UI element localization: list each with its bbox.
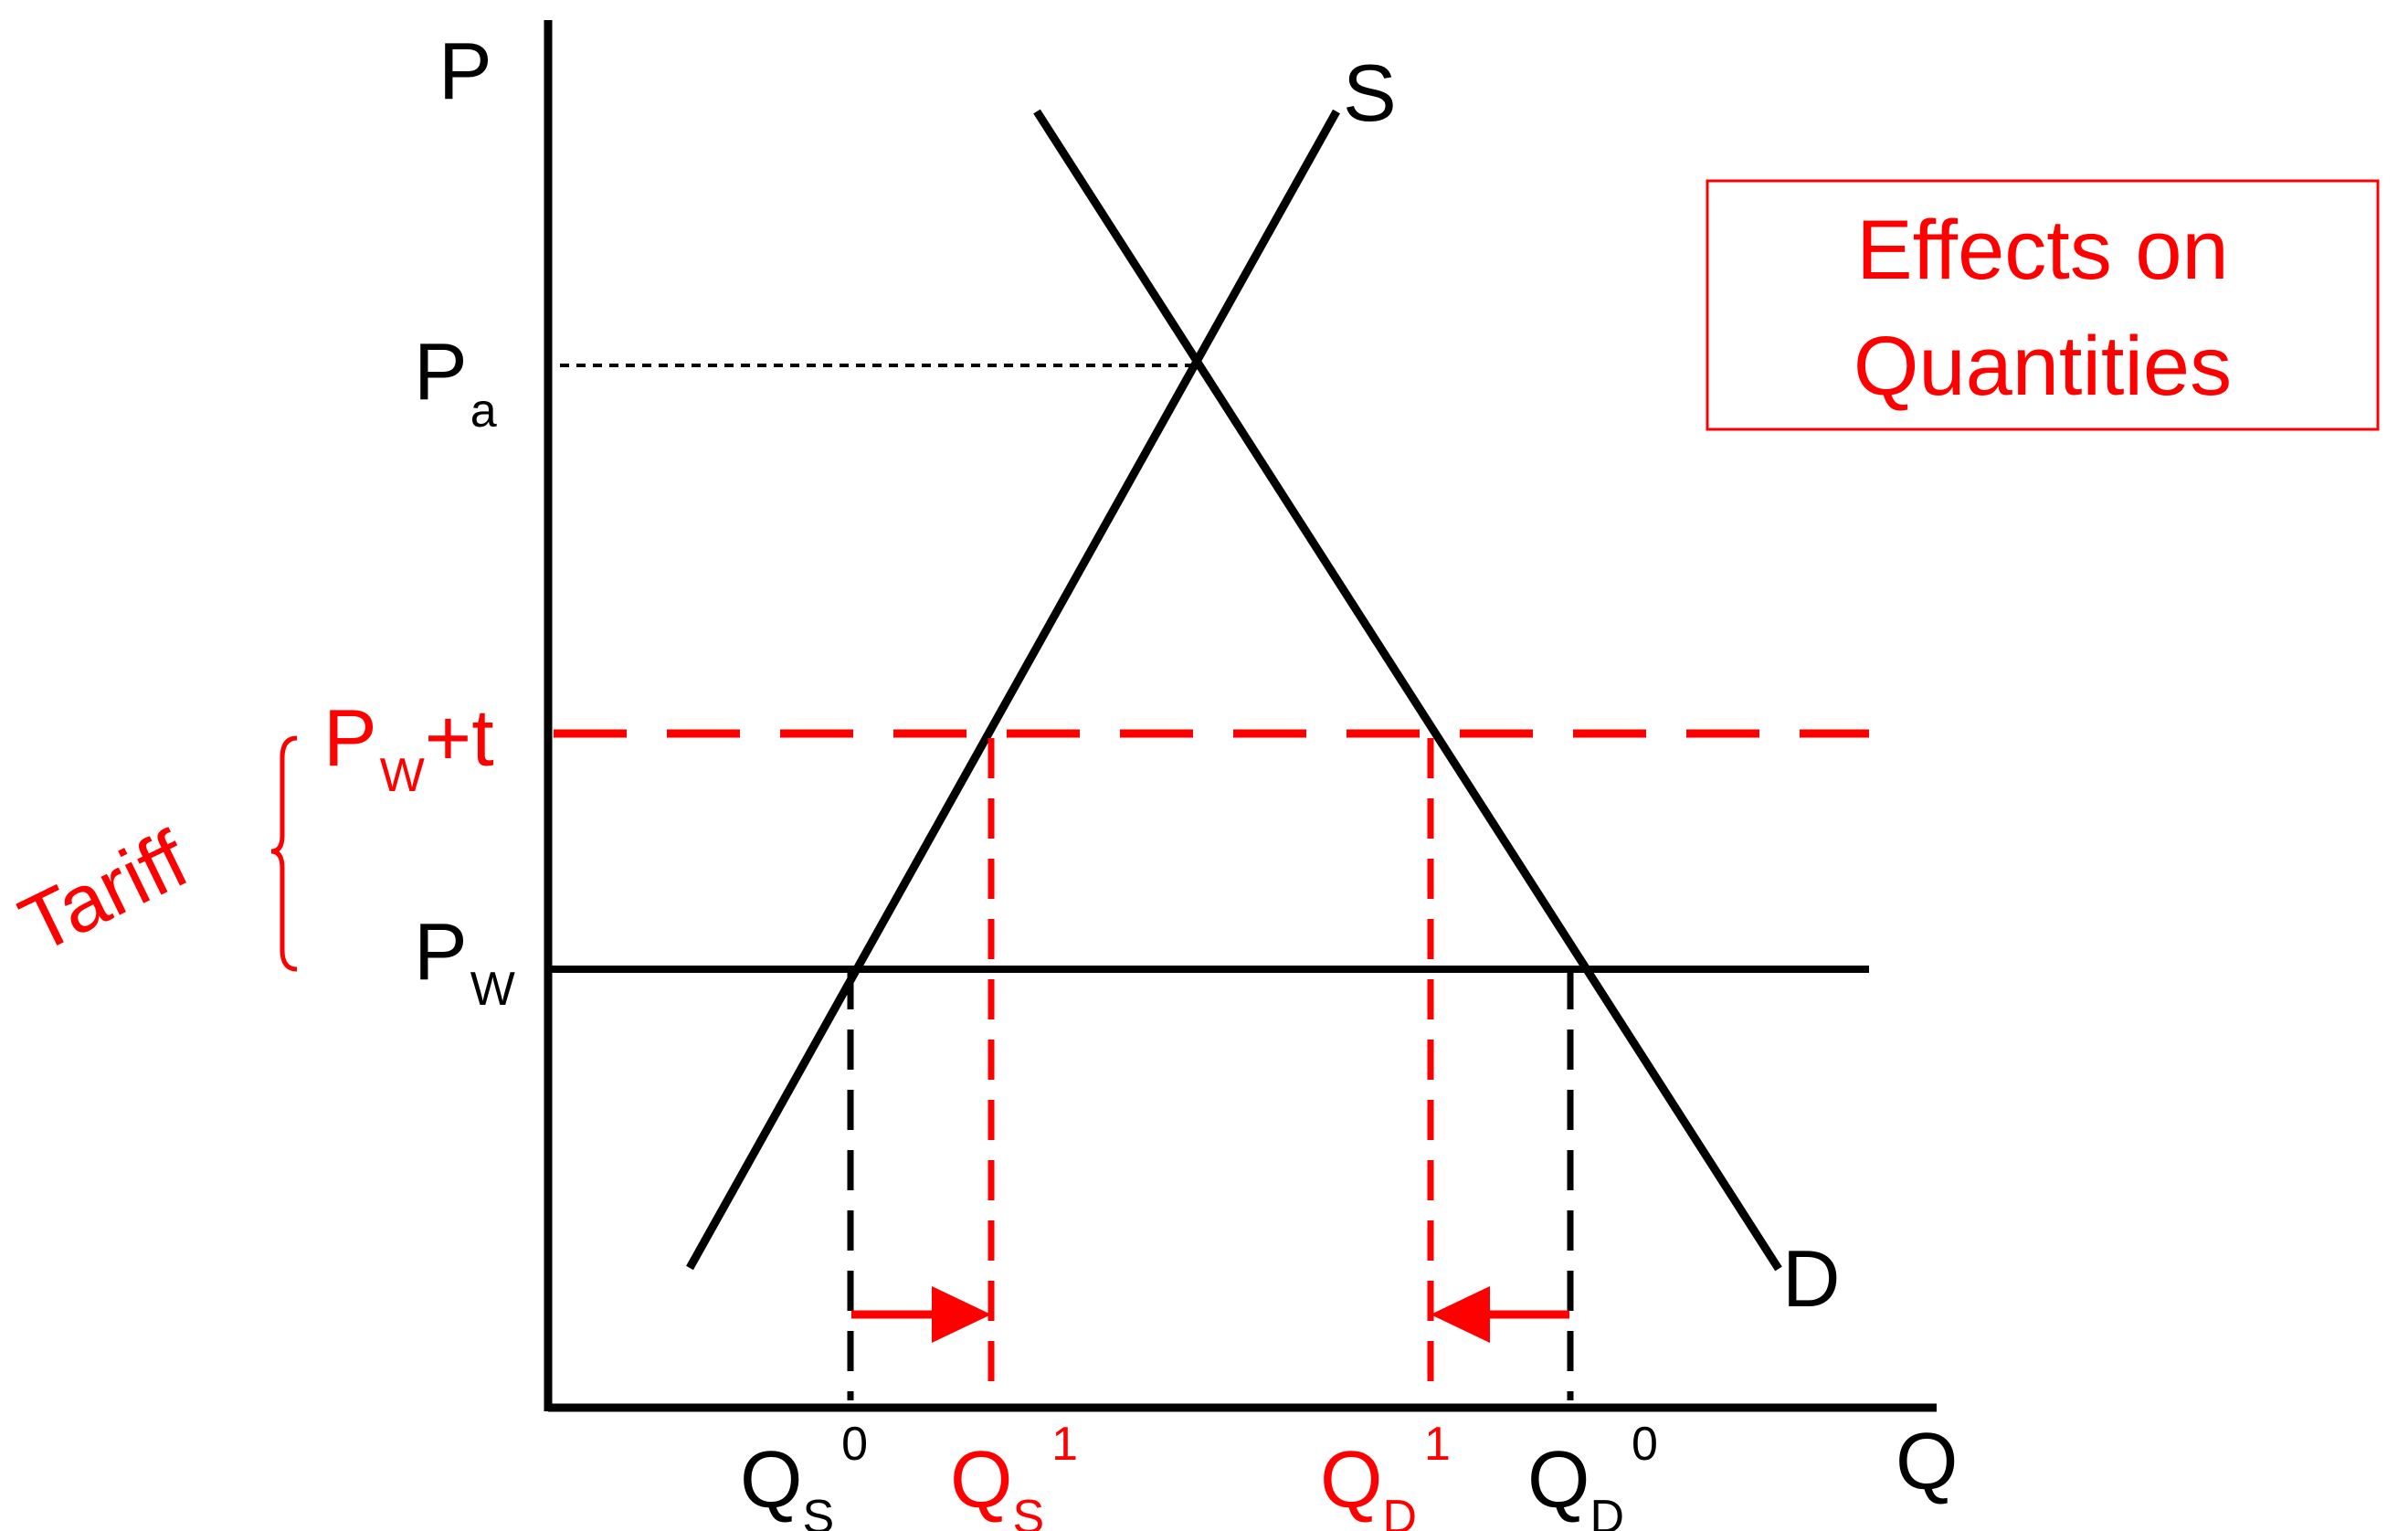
svg-text:QD1: QD1: [1320, 1418, 1451, 1531]
qd1-label: QD1: [1320, 1418, 1451, 1531]
tariff-bracket-label: Tariff: [6, 813, 202, 970]
tariff-price-label: PW+t: [323, 692, 494, 802]
demand-shift-arrowhead: [1431, 1286, 1490, 1343]
svg-text:PW: PW: [414, 906, 515, 1016]
y-axis-label: P: [438, 26, 492, 116]
qd0-label: QD0: [1527, 1418, 1658, 1531]
world-price-label: PW: [414, 906, 515, 1016]
supply-shift-arrowhead: [932, 1286, 991, 1343]
supply-curve: [686, 109, 1340, 1271]
svg-text:PW+t: PW+t: [323, 692, 494, 802]
title-line-2: Quantities: [1854, 320, 2232, 413]
demand-curve: [1033, 109, 1782, 1272]
title-box: [1706, 179, 2380, 431]
qs0-label: QS0: [740, 1418, 868, 1531]
autarky-price-label: Pa: [414, 326, 497, 438]
demand-label: D: [1782, 1233, 1841, 1324]
x-axis-label: Q: [1896, 1416, 1958, 1506]
svg-text:QS0: QS0: [740, 1418, 868, 1531]
title-line-1: Effects on: [1856, 204, 2228, 297]
qs1-label: QS1: [950, 1418, 1078, 1531]
svg-text:QD0: QD0: [1527, 1418, 1658, 1531]
tariff-bracket: [270, 735, 298, 972]
svg-text:QS1: QS1: [950, 1418, 1078, 1531]
supply-label: S: [1343, 48, 1397, 138]
svg-text:Pa: Pa: [414, 326, 497, 438]
